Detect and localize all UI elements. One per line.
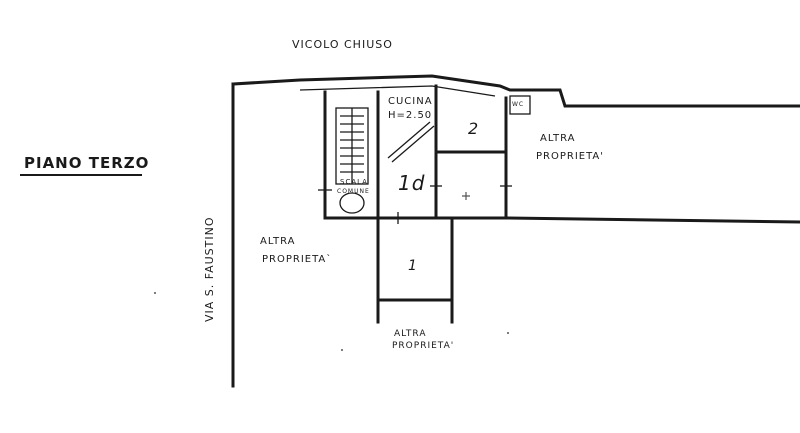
top-wall-double [299,85,496,97]
building-outline [231,74,800,108]
opening-marks [318,185,512,224]
street-label-top: VICOLO CHIUSO [292,38,393,51]
wc-box [509,95,531,115]
pencil-mark-1: 1 [408,258,418,274]
spiral-stair [339,192,365,214]
floor-title: PIANO TERZO [24,154,149,172]
kitchen-height-label: H=2.50 [388,110,432,121]
stair-label-2: COMUNE [337,188,370,195]
interior-walls [323,84,800,324]
kitchen-label: CUCINA [388,96,433,107]
altra-bottom: ALTRA [394,329,426,339]
proprieta-bottom: PROPRIETA' [392,341,454,351]
stair-treads [340,108,364,184]
altra-right: ALTRA [540,133,576,144]
altra-left: ALTRA [260,236,296,247]
street-label-left: VIA S. FAUSTINO [203,217,216,323]
proprieta-right: PROPRIETA' [536,151,604,162]
unit-number: 1d [398,171,425,195]
stair-label-1: SCALA [340,178,368,186]
pencil-mark-2: 2 [468,119,479,138]
wc-label: WC [512,101,524,108]
proprieta-left: PROPRIETA` [262,253,332,265]
scan-artifacts [154,192,509,351]
kitchen-diagonal-wall [387,121,435,163]
